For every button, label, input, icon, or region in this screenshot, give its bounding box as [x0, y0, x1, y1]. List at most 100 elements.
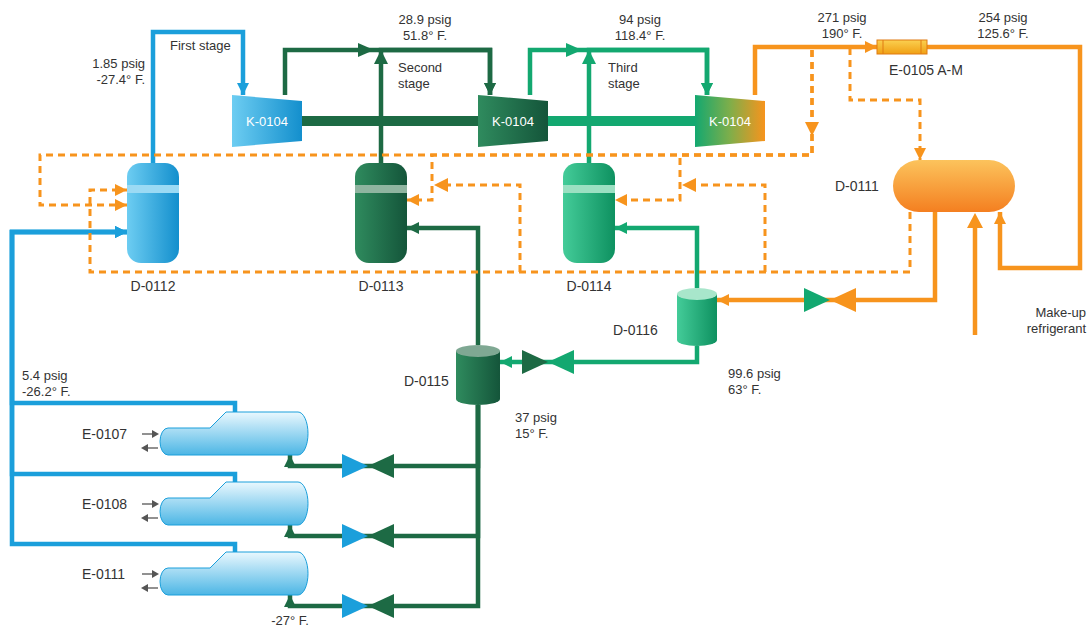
- control-valve: [548, 350, 574, 374]
- process-pipe: [589, 50, 707, 163]
- equipment-tag: E-0107: [82, 426, 127, 443]
- suction-drum: D-0112: [127, 163, 179, 263]
- exchanger-body: [877, 40, 927, 54]
- stage-label: Third stage: [608, 60, 668, 92]
- pressure-label: 271 psig: [802, 10, 882, 26]
- suction-drum-shape: [355, 163, 407, 263]
- vessel-body: [355, 163, 407, 263]
- control-valve: [342, 454, 368, 478]
- equipment-tag: D-0112: [131, 278, 176, 295]
- chiller-shape: [160, 552, 308, 595]
- control-valve: [522, 350, 548, 374]
- chiller: E-0108: [160, 482, 308, 525]
- flow-arrowhead: [141, 444, 148, 452]
- bypass-line: [446, 185, 520, 272]
- compressor-body: [232, 95, 302, 147]
- control-valve: [830, 288, 856, 312]
- condition-label: -27.4° F.: [45, 72, 145, 88]
- equipment-tag: D-0111: [835, 178, 879, 195]
- control-valve: [342, 594, 368, 618]
- make-up-line: [967, 213, 983, 228]
- condition-label: 190° F.: [802, 26, 882, 42]
- drum-top: [456, 345, 500, 357]
- chiller-shell: [160, 552, 308, 595]
- compressor: K-0104: [695, 95, 765, 147]
- compressor-body: [478, 95, 548, 147]
- control-valve: [342, 288, 856, 618]
- flow-arrowhead: [141, 584, 148, 592]
- flow-arrowhead: [582, 50, 596, 64]
- flash-drum-shape: [677, 288, 717, 346]
- demister-band: [355, 185, 407, 193]
- heat-exchanger: E-0105 A-M: [877, 40, 927, 54]
- flash-drum: D-0116: [677, 288, 717, 346]
- drum-top: [677, 288, 717, 300]
- chiller-shell: [160, 482, 308, 525]
- process-pipe: [290, 405, 478, 466]
- flow-arrowhead: [358, 43, 374, 57]
- flow-arrowhead: [152, 570, 159, 578]
- pressure-label: 94 psig: [600, 12, 680, 28]
- chiller: E-0107: [160, 412, 308, 455]
- equipment-tag: K-0104: [695, 95, 765, 147]
- drum-body: [456, 351, 500, 405]
- compressor-shaft: [548, 116, 695, 126]
- process-pipe: [290, 405, 478, 606]
- chiller-shape: [160, 482, 308, 525]
- process-pipe: [615, 228, 697, 288]
- flow-arrowhead: [682, 178, 696, 192]
- hot-gas-bypass-line: [90, 190, 910, 272]
- process-pipe: [285, 50, 490, 95]
- exchanger-head: [921, 40, 922, 54]
- condition-label: 15° F.: [515, 426, 548, 442]
- make-up-line: [973, 226, 978, 335]
- make-up-line: [967, 213, 983, 335]
- condition-label: -27° F.: [250, 613, 330, 629]
- compressor: K-0104: [478, 95, 548, 147]
- condition-label: Make-up refrigerant: [1008, 305, 1086, 337]
- chiller: E-0111: [160, 552, 308, 595]
- pressure-label: 5.4 psig: [22, 368, 68, 384]
- flow-arrowhead: [374, 50, 388, 64]
- suction-drum-shape: [563, 163, 615, 263]
- equipment-tag: D-0115: [404, 373, 449, 390]
- chiller-shell: [160, 412, 308, 455]
- flow-arrowhead: [152, 430, 159, 438]
- compressor: K-0104: [232, 95, 302, 147]
- flow-arrowhead: [141, 514, 148, 522]
- control-valve: [368, 454, 394, 478]
- suction-drum: D-0114: [563, 163, 615, 263]
- drum-body: [893, 160, 1015, 212]
- equipment-tag: K-0104: [478, 95, 548, 147]
- equipment-tag: E-0108: [82, 496, 127, 513]
- flow-arrowhead: [566, 43, 582, 57]
- equipment-tag: D-0114: [567, 278, 612, 295]
- compressor-body: [695, 95, 765, 147]
- condition-label: 51.8° F.: [385, 28, 465, 44]
- chiller-shape: [160, 412, 308, 455]
- equipment-tag: D-0116: [613, 322, 658, 339]
- condition-label: 118.4° F.: [600, 28, 680, 44]
- control-valve: [342, 524, 368, 548]
- pressure-label: 99.6 psig: [728, 366, 781, 382]
- control-valve: [368, 594, 394, 618]
- equipment-tag: E-0105 A-M: [889, 62, 963, 79]
- pressure-label: 1.85 psig: [45, 56, 145, 72]
- process-pipe: [290, 405, 478, 536]
- vessel-body: [127, 163, 179, 263]
- equipment-tag: K-0104: [232, 95, 302, 147]
- condition-label: 63° F.: [728, 382, 761, 398]
- flow-arrowhead: [805, 122, 819, 136]
- stage-label: First stage: [170, 38, 234, 54]
- control-valve: [368, 524, 394, 548]
- accumulator-drum-shape: [893, 160, 1015, 212]
- process-pipe: [12, 232, 235, 412]
- process-pipe: [153, 32, 243, 163]
- vessel-body: [563, 163, 615, 263]
- process-pipe: [927, 47, 1080, 268]
- equipment-tag: D-0113: [359, 278, 404, 295]
- condition-label: 125.6° F.: [960, 26, 1046, 42]
- exchanger-head: [883, 40, 884, 54]
- pressure-label: 254 psig: [960, 10, 1046, 26]
